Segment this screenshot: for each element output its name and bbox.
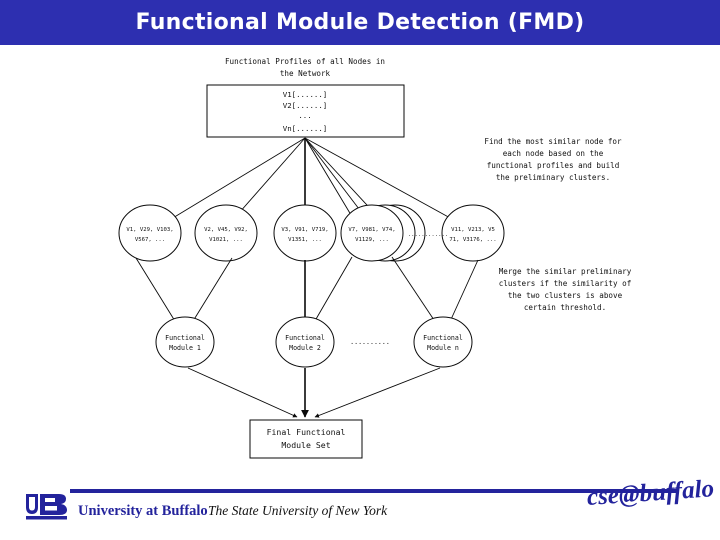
cluster-ellipsis: ............: [408, 232, 448, 238]
final-box-line2: Module Set: [281, 440, 330, 450]
functional-module-2-line1: Functional: [285, 334, 325, 342]
profiles-box: [206, 84, 405, 138]
profile-line-2: V2[......]: [283, 101, 328, 110]
page-title: Functional Module Detection (FMD): [135, 10, 585, 35]
cse-buffalo-mark: cse@buffalo: [586, 475, 715, 512]
final-module-set-box: [249, 419, 363, 459]
footer-divider-rule: [70, 489, 678, 493]
step1-annotation-line2: each node based on the: [503, 149, 604, 158]
preliminary-cluster-4-line1: V7, V981, V74,: [348, 227, 395, 233]
preliminary-cluster-5-line1: V11, V213, V5: [451, 227, 495, 233]
functional-module-n: [413, 316, 473, 368]
profile-line-n: Vn[......]: [283, 124, 328, 133]
final-edges: [187, 367, 441, 418]
preliminary-cluster-4-line2: V1129, ...: [355, 237, 389, 243]
step1-annotation-line3: functional profiles and build: [487, 161, 620, 170]
preliminary-cluster-5: [441, 204, 505, 262]
preliminary-cluster-group: V1, V29, V103, V567, ... V2, V45, V92, V…: [118, 204, 505, 262]
functional-module-n-line1: Functional: [423, 334, 463, 342]
footer-university-name: University at Buffalo: [78, 503, 208, 519]
preliminary-cluster-2: [194, 204, 258, 262]
final-box-line1: Final Functional: [267, 427, 346, 437]
preliminary-cluster-3-line1: V3, V91, V719,: [281, 227, 328, 233]
preliminary-cluster-3: [273, 204, 337, 262]
preliminary-cluster-2-line1: V2, V45, V92,: [204, 227, 248, 233]
preliminary-cluster-1-line2: V567, ...: [135, 237, 165, 243]
preliminary-cluster-4: [340, 204, 404, 262]
profile-line-1: V1[......]: [283, 90, 328, 99]
functional-module-group: Functional Module 1 Functional Module 2 …: [155, 316, 473, 368]
diagram-top-caption-line1: Functional Profiles of all Nodes in: [225, 57, 385, 66]
preliminary-cluster-5-line2: 71, V3176, ...: [449, 237, 496, 243]
functional-module-1-line2: Module 1: [169, 344, 201, 352]
footer-tagline: The State University of New York: [208, 503, 388, 518]
step1-annotation-line1: Find the most similar node for: [484, 137, 622, 146]
step1-annotation-line4: the preliminary clusters.: [496, 173, 610, 182]
preliminary-cluster-3-line2: V1351, ...: [288, 237, 322, 243]
functional-module-1: [155, 316, 215, 368]
slide-title-bar: Functional Module Detection (FMD): [0, 0, 720, 45]
functional-module-2: [275, 316, 335, 368]
ub-logo-icon: [26, 494, 67, 520]
step2-annotation-line4: certain threshold.: [524, 303, 606, 312]
step2-annotation-line3: the two clusters is above: [508, 291, 623, 300]
functional-module-n-line2: Module n: [427, 344, 459, 352]
preliminary-cluster-2-line2: V1021, ...: [209, 237, 243, 243]
module-ellipsis: ..........: [350, 338, 390, 346]
step2-annotation-line1: Merge the similar preliminary: [499, 267, 632, 276]
preliminary-cluster-1-line1: V1, V29, V103,: [126, 227, 173, 233]
profile-line-ellipsis: ...: [298, 111, 311, 120]
functional-module-1-line1: Functional: [165, 334, 205, 342]
step2-annotation-line2: clusters if the similarity of: [499, 279, 632, 288]
diagram-top-caption-line2: the Network: [280, 69, 331, 78]
preliminary-cluster-1: [118, 204, 182, 262]
merge-edges: [135, 256, 479, 327]
slide-footer: University at Buffalo The State Universi…: [0, 470, 720, 540]
fmd-flow-diagram: Functional Profiles of all Nodes in the …: [0, 48, 720, 468]
functional-module-2-line2: Module 2: [289, 344, 321, 352]
